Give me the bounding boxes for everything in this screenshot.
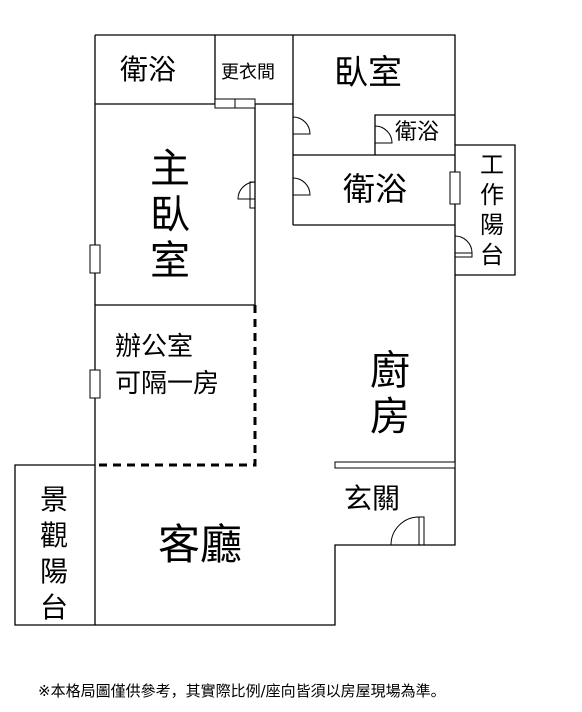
door-entrance-leaf xyxy=(418,516,425,546)
door-bedroom xyxy=(292,116,311,135)
door-work-balcony xyxy=(454,235,473,254)
removable-partition xyxy=(95,305,257,467)
footnote: ※本格局圖僅供參考，其實際比例/座向皆須以房屋現場為準。 xyxy=(38,682,446,700)
wall-work-balcony xyxy=(455,144,516,276)
door-master-bath xyxy=(237,181,256,200)
doors xyxy=(237,116,473,546)
windows xyxy=(89,98,461,399)
label-entrance: 玄關 xyxy=(344,482,401,515)
label-bath-mid: 衛浴 xyxy=(343,170,408,208)
window-master xyxy=(89,244,101,274)
door-small-bath xyxy=(374,125,393,144)
label-kitchen: 廚房 xyxy=(370,348,410,440)
label-bedroom: 臥室 xyxy=(334,53,402,93)
walls xyxy=(14,34,516,626)
kitchen-counter xyxy=(334,461,456,469)
window-bath xyxy=(449,171,461,205)
label-master-bedroom: 主臥室 xyxy=(150,146,190,284)
label-living-room: 客廳 xyxy=(158,520,243,569)
outer-wall xyxy=(14,34,456,626)
door-master-leaf xyxy=(249,181,256,209)
door-work-leaf xyxy=(454,252,473,258)
label-bath-small: 衛浴 xyxy=(395,120,440,145)
label-work-balcony: 工作陽台 xyxy=(480,151,504,269)
label-office-line1: 辦公室 xyxy=(115,332,194,362)
label-office-line2: 可隔一房 xyxy=(115,369,220,399)
door-mid-bath xyxy=(292,177,311,196)
label-closet: 更衣間 xyxy=(221,62,275,83)
door-entrance xyxy=(390,516,420,546)
label-bath-top-left: 衛浴 xyxy=(120,53,177,86)
label-view-balcony: 景觀陽台 xyxy=(40,483,69,624)
window-office xyxy=(89,369,101,399)
